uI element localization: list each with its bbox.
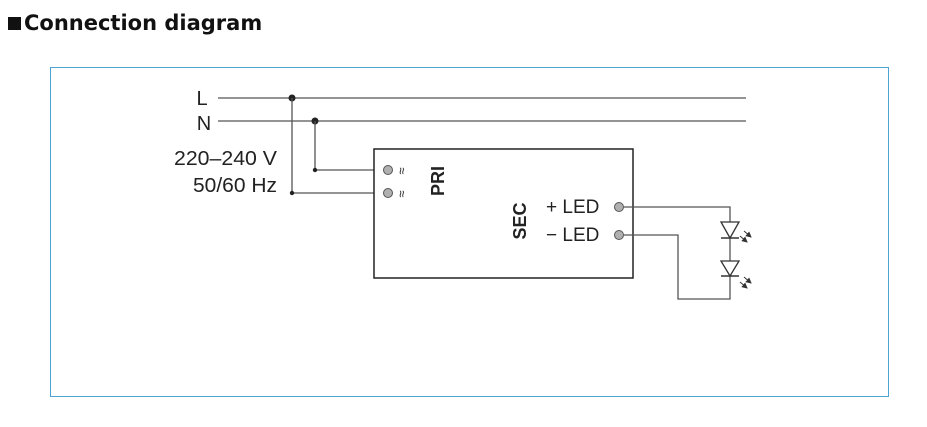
ac-symbol-n: ≈	[394, 167, 409, 174]
secondary-terminal-minus	[614, 230, 624, 240]
voltage-label: 220–240 V	[174, 148, 278, 170]
page-title-text: Connection diagram	[24, 11, 263, 35]
led-1-icon	[719, 221, 752, 243]
led-driver-box	[373, 148, 634, 279]
ac-symbol-l: ≈	[394, 190, 409, 197]
minus-led-label: − LED	[546, 225, 599, 246]
primary-terminal-l	[383, 188, 393, 198]
neutral-wire-end-dot	[312, 167, 318, 173]
secondary-label: SEC	[510, 202, 530, 239]
page-title: Connection diagram	[8, 7, 262, 39]
line-label: L	[196, 88, 207, 110]
plus-led-label: + LED	[546, 197, 599, 218]
primary-terminal-n	[383, 165, 393, 175]
line-wire-end-dot	[289, 190, 295, 196]
primary-label: PRI	[428, 166, 448, 196]
square-bullet-icon	[8, 17, 21, 30]
diagram-frame	[50, 67, 889, 397]
line-drop-wire	[291, 98, 385, 194]
led-plus-wire	[624, 206, 731, 222]
secondary-terminal-plus	[614, 202, 624, 212]
neutral-label: N	[197, 113, 211, 135]
led-2-icon	[719, 260, 752, 289]
led-minus-wire	[624, 234, 731, 300]
frequency-label: 50/60 Hz	[193, 175, 277, 197]
